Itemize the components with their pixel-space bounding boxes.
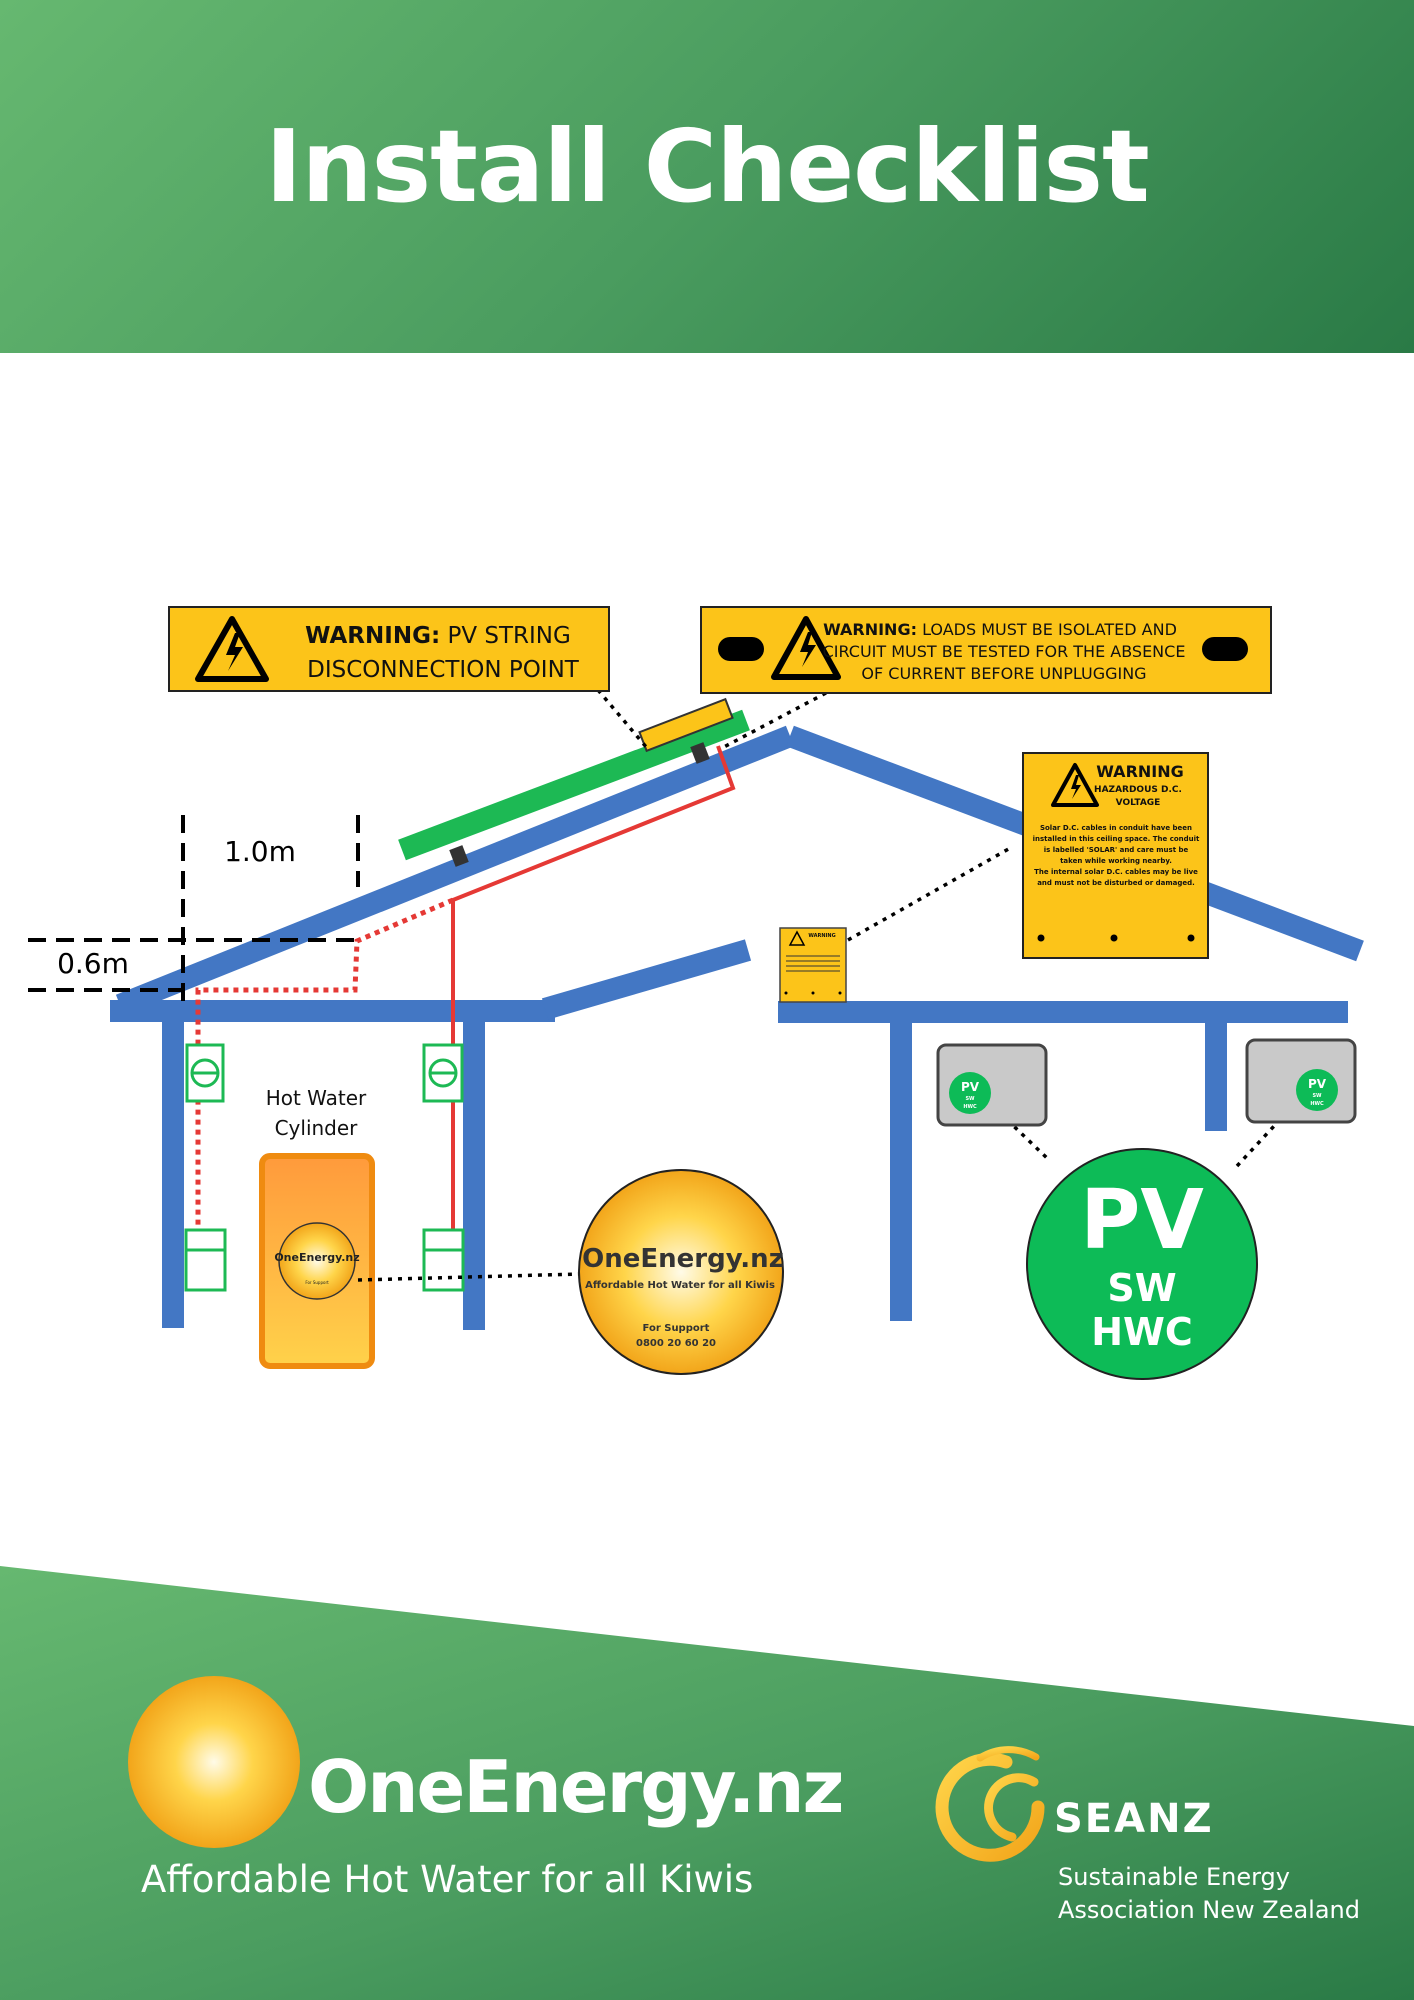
junction-box-left — [184, 1228, 227, 1292]
pv-badge-line1: PV — [1080, 1173, 1204, 1268]
cylinder-label-line2: Cylinder — [275, 1116, 359, 1140]
svg-text:WARNING: PV STRING: WARNING: PV STRING — [305, 623, 571, 649]
right-ceiling-beam — [778, 1001, 1348, 1023]
badge-support-phone: 0800 20 60 20 — [636, 1338, 716, 1349]
svg-text:HWC: HWC — [1310, 1101, 1324, 1107]
badge-tagline: Affordable Hot Water for all Kiwis — [585, 1280, 775, 1291]
right-house — [778, 1001, 1348, 1321]
junction-box-right — [422, 1228, 465, 1292]
svg-text:SW: SW — [965, 1096, 975, 1102]
pv-warning-line1: PV STRING — [440, 623, 571, 649]
partner-line1: Sustainable Energy — [1058, 1863, 1290, 1891]
meter-box-right: PV SW HWC — [1245, 1038, 1357, 1124]
pv-warning-bold: WARNING: — [305, 623, 440, 649]
svg-text:HWC: HWC — [963, 1104, 977, 1110]
hazard-label-small: WARNING — [779, 927, 847, 1003]
left-house — [110, 725, 1364, 1330]
seanz-logo-icon — [935, 1746, 1045, 1862]
hazard-body-line: taken while working nearby. — [1060, 857, 1172, 865]
cylinder-label-line1: Hot Water — [266, 1086, 367, 1110]
lean-to-roof — [541, 939, 752, 1020]
left-ceiling-beam — [110, 1000, 555, 1022]
footer-brand-name: OneEnergy.nz — [308, 1745, 842, 1829]
pv-badge-line3: HWC — [1091, 1310, 1193, 1354]
footer-brand-tagline: Affordable Hot Water for all Kiwis — [141, 1858, 753, 1901]
hazard-body-line: The internal solar D.C. cables may be li… — [1034, 868, 1198, 876]
hazard-body-line: is labelled 'SOLAR' and care must be — [1044, 846, 1189, 854]
pv-badge-line2: SW — [1107, 1266, 1176, 1310]
dimension-label-vertical: 1.0m — [224, 835, 296, 868]
svg-text:WARNING: WARNING — [808, 933, 835, 939]
hazard-body-line: Solar D.C. cables in conduit have been — [1040, 824, 1192, 832]
right-house-wall — [890, 1021, 912, 1321]
page-title: Install Checklist — [265, 108, 1150, 225]
inner-wall — [463, 1018, 485, 1330]
pv-sw-hwc-badge: PV SW HWC — [1026, 1148, 1258, 1380]
dimension-markers — [28, 815, 360, 1001]
footer-banner: OneEnergy.nz Affordable Hot Water for al… — [0, 1566, 1414, 2000]
dimension-label-horizontal: 0.6m — [57, 947, 129, 980]
solar-panel — [398, 709, 750, 867]
left-wall — [162, 1018, 184, 1328]
svg-text:SW: SW — [1312, 1093, 1322, 1099]
meter-box-left: PV SW HWC — [936, 1043, 1048, 1127]
hazard-body-line: and must not be disturbed or damaged. — [1037, 879, 1195, 887]
partner-name: SEANZ — [1054, 1796, 1214, 1842]
badge-brand-name: OneEnergy.nz — [582, 1244, 784, 1274]
left-roof-line — [115, 725, 795, 1016]
loads-warning-line3: OF CURRENT BEFORE UNPLUGGING — [861, 664, 1146, 683]
header-banner: Install Checklist — [0, 0, 1414, 353]
oneenergy-badge: OneEnergy.nz Affordable Hot Water for al… — [578, 1169, 784, 1375]
partner-line2: Association New Zealand — [1058, 1896, 1360, 1924]
svg-text:PV: PV — [961, 1080, 980, 1094]
warning-label-loads: WARNING: LOADS MUST BE ISOLATED AND CIRC… — [700, 606, 1272, 694]
hazard-subtitle1: HAZARDOUS D.C. — [1094, 785, 1182, 795]
loads-warning-line2: CIRCUIT MUST BE TESTED FOR THE ABSENCE — [823, 642, 1186, 661]
hazard-subtitle2: VOLTAGE — [1116, 798, 1161, 808]
warning-label-pv-string: WARNING: PV STRING DISCONNECTION POINT — [168, 606, 610, 692]
warning-label-hazard-dc: WARNING HAZARDOUS D.C. VOLTAGE Solar D.C… — [1022, 752, 1209, 959]
install-diagram: 1.0m 0.6m Hot Water Cylinder OneEnergy.n… — [28, 606, 1364, 1380]
isolator-switch-left — [185, 1043, 225, 1103]
footer-sun-logo — [128, 1676, 300, 1848]
hazard-title: WARNING — [1096, 762, 1184, 781]
right-house-post — [1205, 1021, 1227, 1131]
disconnect-switch — [638, 697, 734, 753]
badge-support-label: For Support — [643, 1323, 710, 1334]
svg-text:OneEnergy.nz: OneEnergy.nz — [274, 1251, 359, 1264]
svg-text:For Support: For Support — [305, 1280, 329, 1285]
svg-text:WARNING: LOADS MUST BE ISOLATE: WARNING: LOADS MUST BE ISOLATED AND — [823, 620, 1177, 639]
isolator-switch-right — [422, 1043, 464, 1103]
hazard-body-line: installed in this ceiling space. The con… — [1033, 835, 1200, 843]
cylinder-sticker: OneEnergy.nz For Support — [274, 1222, 360, 1300]
loads-warning-bold: WARNING: — [823, 620, 917, 639]
pv-warning-line2: DISCONNECTION POINT — [307, 657, 580, 683]
svg-text:PV: PV — [1308, 1077, 1327, 1091]
loads-warning-line1: LOADS MUST BE ISOLATED AND — [917, 620, 1177, 639]
